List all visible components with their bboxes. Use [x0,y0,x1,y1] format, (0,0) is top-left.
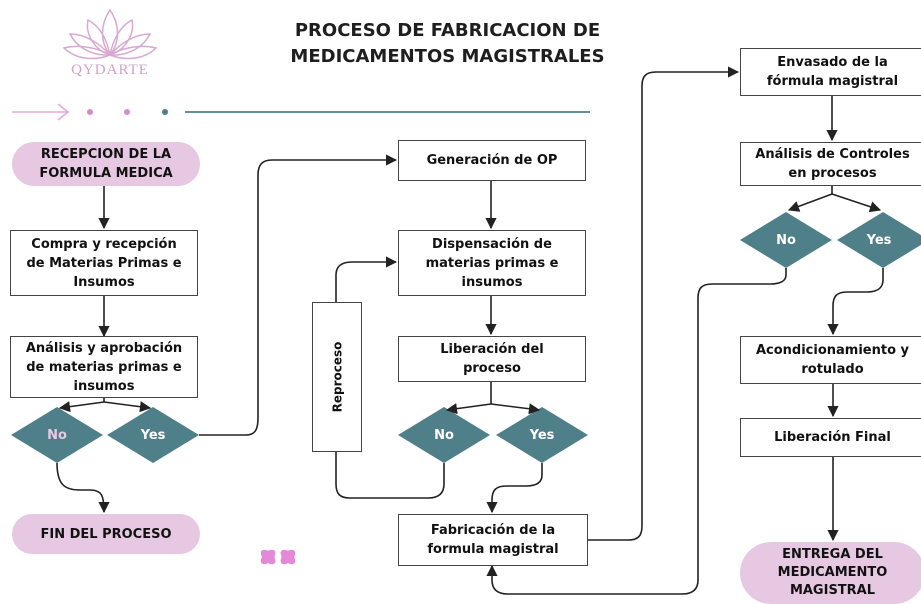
label-yes-2: Yes [529,427,555,443]
decision-no-2 [398,407,490,463]
node-reproceso: Reproceso [312,302,362,452]
node-analisis-mp: Análisis y aprobación de materias primas… [10,336,198,398]
page-title: PROCESO DE FABRICACION DE MEDICAMENTOS M… [250,18,645,70]
node-analisis-controles: Análisis de Controles en procesos [740,142,921,186]
decision-yes-3 [837,212,921,268]
dot-pink-1 [87,109,93,115]
four-petal-flower-icon [260,549,296,565]
node-liberacion-final: Liberación Final [740,418,921,457]
label-no-3: No [776,232,796,248]
label-no-1: No [47,427,67,443]
node-liberacion-proceso: Liberación del proceso [398,336,586,382]
arrow-right-icon [12,103,70,121]
node-entrega: ENTREGA DEL MEDICAMENTO MAGISTRAL [740,542,921,604]
node-fin: FIN DEL PROCESO [12,514,200,554]
dot-pink-2 [124,109,130,115]
decision-yes-2 [496,407,588,463]
lotus-icon [62,8,158,60]
logo-text: QYDARTE [71,62,149,78]
label-no-2: No [434,427,454,443]
decision-yes-1 [107,407,199,463]
label-yes-1: Yes [140,427,166,443]
title-line-2: MEDICAMENTOS MAGISTRALES [290,46,605,67]
decision-no-1 [11,407,103,463]
node-envasado: Envasado de la fórmula magistral [740,48,921,96]
node-acondicionamiento: Acondicionamiento y rotulado [740,336,921,384]
dot-teal [162,109,168,115]
label-yes-3: Yes [866,232,892,248]
title-line-1: PROCESO DE FABRICACION DE [294,20,601,41]
node-compra: Compra y recepción de Materias Primas e … [10,230,198,296]
node-generacion: Generación de OP [398,140,586,181]
reproceso-label: Reproceso [330,341,344,413]
node-fabricacion: Fabricación de la formula magistral [398,514,588,566]
decision-no-3 [740,212,832,268]
connectors [56,66,884,595]
node-dispensacion: Dispensación de materias primas e insumo… [398,230,586,296]
node-recepcion: RECEPCION DE LA FORMULA MEDICA [12,142,200,186]
